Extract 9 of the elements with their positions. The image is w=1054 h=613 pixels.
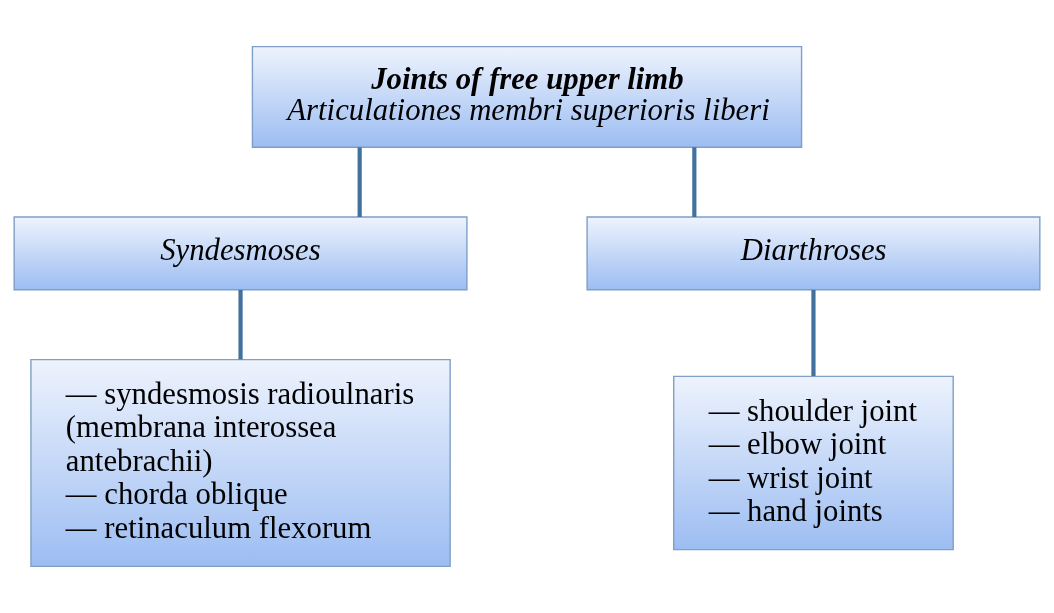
connector bbox=[238, 289, 243, 360]
node-box: Syndesmoses bbox=[13, 216, 468, 291]
node-box: — syndesmosis radioulnaris (membrana interossea antebrachii) — chorda oblique — retinaculum flexorum bbox=[30, 358, 451, 568]
connector bbox=[811, 289, 816, 376]
node-box: — shoulder joint — elbow joint — wrist joint — hand joints bbox=[673, 375, 954, 551]
connector bbox=[692, 147, 697, 217]
node-box: Joints of free upper limb Articulationes membri superioris liberi bbox=[251, 45, 803, 148]
connector bbox=[357, 147, 362, 217]
node-box: Diarthroses bbox=[586, 216, 1041, 291]
